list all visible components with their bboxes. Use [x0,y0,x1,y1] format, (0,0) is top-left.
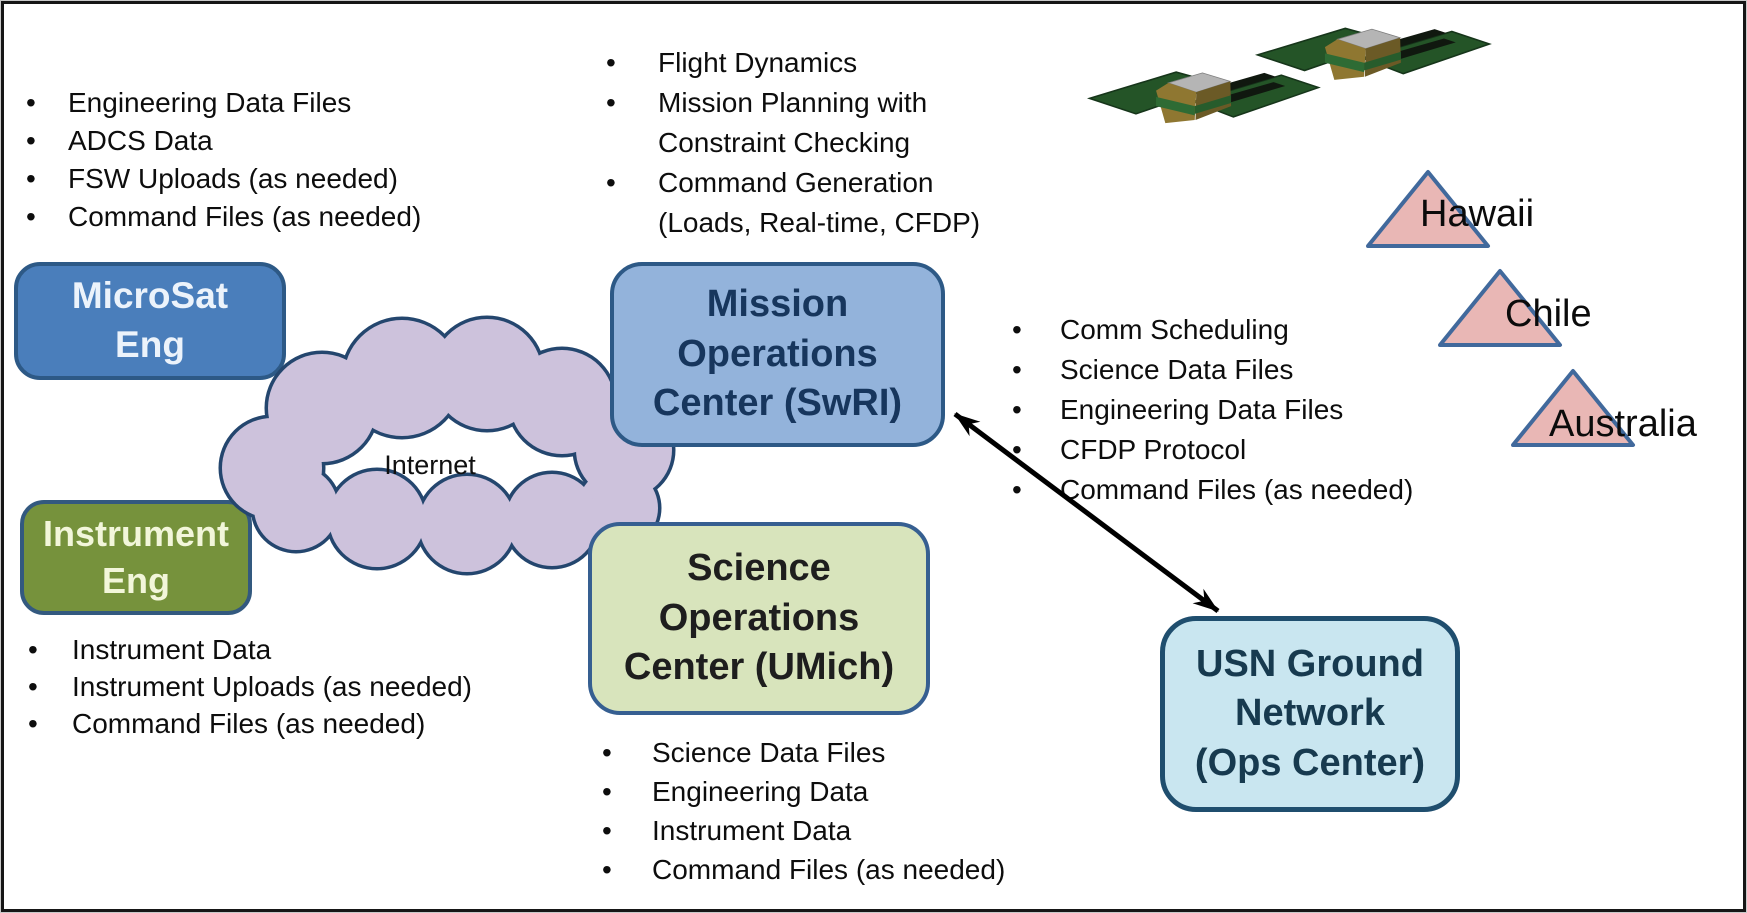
australia-label: Australia [1549,403,1697,445]
chile-label: Chile [1505,293,1592,335]
soc-files-list: Science Data Files Engineering Data Inst… [602,733,1005,889]
mission-operations-center-node: Mission Operations Center (SwRI) [610,262,945,447]
microsat-files-list: Engineering Data Files ADCS Data FSW Upl… [26,84,421,236]
instrument-files-list: Instrument Data Instrument Uploads (as n… [28,631,472,742]
list-item: Science Data Files [1012,350,1413,390]
hawaii-station-icon [1366,170,1490,248]
list-item: Science Data Files [602,733,1005,772]
list-item-continuation: (Loads, Real-time, CFDP) [658,207,981,238]
list-item: Comm Scheduling [1012,310,1413,350]
instrument-eng-node: Instrument Eng [20,500,252,615]
chile-station-icon [1438,269,1562,347]
list-item: Command Files (as needed) [26,198,421,236]
list-item: Command Generation [606,163,980,203]
list-item: Engineering Data Files [26,84,421,122]
list-item-continuation: Constraint Checking [658,127,911,158]
list-item: FSW Uploads (as needed) [26,160,421,198]
australia-station-icon [1511,369,1635,447]
list-item: CFDP Protocol [1012,430,1413,470]
internet-label: Internet [384,450,476,480]
science-operations-center-node: Science Operations Center (UMich) [588,522,930,715]
moc-usn-exchange-list: Comm Scheduling Science Data Files Engin… [1012,310,1413,510]
list-item: Flight Dynamics [606,43,980,83]
list-item: Instrument Data [28,631,472,668]
hawaii-label: Hawaii [1420,193,1535,235]
moc-functions-list: Flight Dynamics Mission Planning with Co… [606,43,980,243]
satellite-icon [1254,27,1492,80]
list-item: Instrument Data [602,811,1005,850]
usn-ground-network-node: USN Ground Network (Ops Center) [1160,616,1460,812]
list-item: Engineering Data Files [1012,390,1413,430]
list-item: Mission Planning with [606,83,980,123]
list-item: Command Files (as needed) [28,705,472,742]
list-item: ADCS Data [26,122,421,160]
microsat-eng-node: MicroSat Eng [14,262,286,380]
list-item: Instrument Uploads (as needed) [28,668,472,705]
satellite-icon [1086,71,1321,124]
list-item: Command Files (as needed) [602,850,1005,889]
list-item: Command Files (as needed) [1012,470,1413,510]
list-item: Engineering Data [602,772,1005,811]
